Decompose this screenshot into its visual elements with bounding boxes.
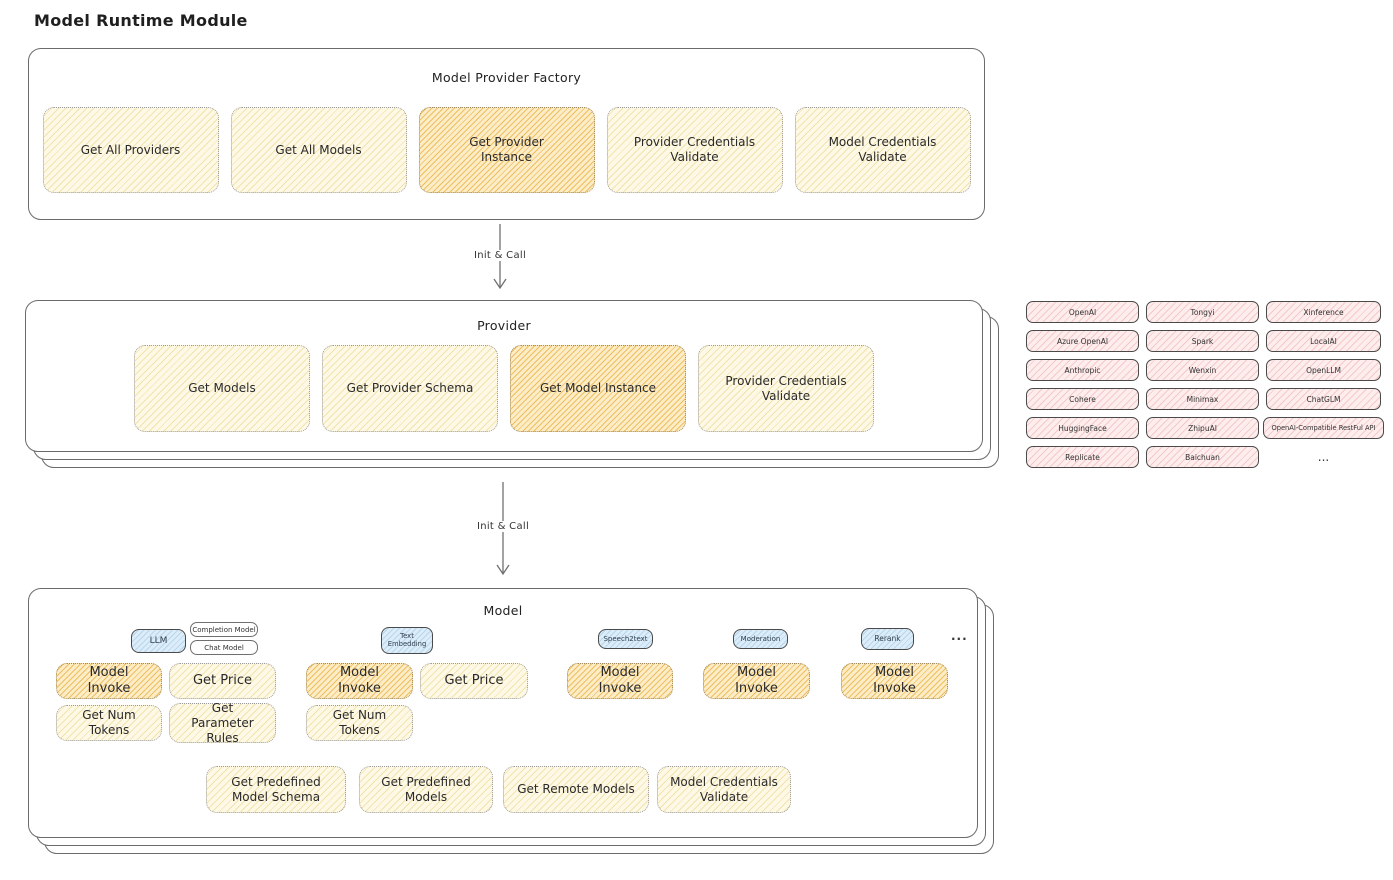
vendor-more-ellipsis: ...	[1317, 450, 1330, 464]
arrow-label-init-call-1: Init & Call	[469, 250, 531, 261]
model-title: Model	[483, 603, 523, 618]
factory-container: Model Provider Factory Get All Providers…	[28, 48, 985, 220]
vendor-chip-cohere: Cohere	[1026, 388, 1139, 410]
model-op-speech2text-model-invoke: Model Invoke	[567, 663, 673, 699]
model-type-tag-moderation: Moderation	[733, 629, 788, 649]
vendor-chip-minimax: Minimax	[1146, 388, 1259, 410]
model-container: Model LLM Completion Model Chat Model Te…	[28, 588, 978, 838]
vendor-chip-xinference: Xinference	[1266, 301, 1381, 323]
vendor-chip-openai: OpenAI	[1026, 301, 1139, 323]
factory-box-model-credentials-validate: Model Credentials Validate	[794, 107, 971, 193]
factory-box-row: Get All Providers Get All Models Get Pro…	[29, 107, 984, 193]
model-type-tag-text-embedding: Text Embedding	[381, 627, 433, 654]
provider-container: Provider Get Models Get Provider Schema …	[25, 300, 983, 452]
factory-box-provider-credentials-validate: Provider Credentials Validate	[606, 107, 783, 193]
vendor-chip-tongyi: Tongyi	[1146, 301, 1259, 323]
vendor-chip-openai-compatible: OpenAI-Compatible RestFul API	[1263, 417, 1384, 439]
vendor-grid: OpenAI Tongyi Xinference Azure OpenAI Sp…	[1026, 301, 1384, 468]
vendor-chip-anthropic: Anthropic	[1026, 359, 1139, 381]
model-op-get-remote-models: Get Remote Models	[503, 766, 649, 813]
model-type-tag-speech2text: Speech2text	[598, 629, 653, 649]
diagram-title: Model Runtime Module	[34, 11, 248, 30]
vendor-chip-spark: Spark	[1146, 330, 1259, 352]
factory-title: Model Provider Factory	[431, 70, 582, 85]
provider-box-row: Get Models Get Provider Schema Get Model…	[26, 345, 982, 432]
model-op-get-predefined-models: Get Predefined Models	[359, 766, 493, 813]
factory-box-get-provider-instance: Get Provider Instance	[418, 107, 595, 193]
provider-box-provider-credentials-validate: Provider Credentials Validate	[698, 345, 874, 432]
vendor-chip-azure-openai: Azure OpenAI	[1026, 330, 1139, 352]
model-op-llm-get-price: Get Price	[169, 663, 276, 699]
model-op-llm-get-num-tokens: Get Num Tokens	[56, 705, 162, 741]
model-type-tag-completion-model: Completion Model	[190, 622, 258, 637]
factory-box-get-all-models: Get All Models	[230, 107, 407, 193]
model-op-embedding-model-invoke: Model Invoke	[306, 663, 413, 699]
arrow-label-init-call-2: Init & Call	[472, 521, 534, 532]
vendor-chip-wenxin: Wenxin	[1146, 359, 1259, 381]
model-op-llm-model-invoke: Model Invoke	[56, 663, 162, 699]
provider-box-get-provider-schema: Get Provider Schema	[322, 345, 498, 432]
vendor-chip-baichuan: Baichuan	[1146, 446, 1259, 468]
provider-box-get-models: Get Models	[134, 345, 310, 432]
model-op-rerank-model-invoke: Model Invoke	[841, 663, 948, 699]
model-op-model-credentials-validate: Model Credentials Validate	[657, 766, 791, 813]
vendor-chip-huggingface: HuggingFace	[1026, 417, 1139, 439]
model-op-llm-get-parameter-rules: Get Parameter Rules	[169, 701, 276, 745]
vendor-chip-localai: LocalAI	[1266, 330, 1381, 352]
model-type-tag-llm: LLM	[131, 629, 186, 653]
model-type-tag-rerank: Rerank	[861, 628, 914, 650]
model-op-embedding-get-price: Get Price	[420, 663, 528, 699]
vendor-chip-zhipuai: ZhipuAI	[1146, 417, 1259, 439]
vendor-chip-openllm: OpenLLM	[1266, 359, 1381, 381]
model-type-more-ellipsis: ...	[951, 629, 968, 643]
model-op-moderation-model-invoke: Model Invoke	[703, 663, 810, 699]
vendor-chip-chatglm: ChatGLM	[1266, 388, 1381, 410]
vendor-chip-replicate: Replicate	[1026, 446, 1139, 468]
model-type-tag-chat-model: Chat Model	[190, 640, 258, 655]
provider-title: Provider	[477, 318, 531, 333]
factory-box-get-all-providers: Get All Providers	[42, 107, 219, 193]
model-op-embedding-get-num-tokens: Get Num Tokens	[306, 705, 413, 741]
model-op-get-predefined-model-schema: Get Predefined Model Schema	[206, 766, 346, 813]
provider-box-get-model-instance: Get Model Instance	[510, 345, 686, 432]
